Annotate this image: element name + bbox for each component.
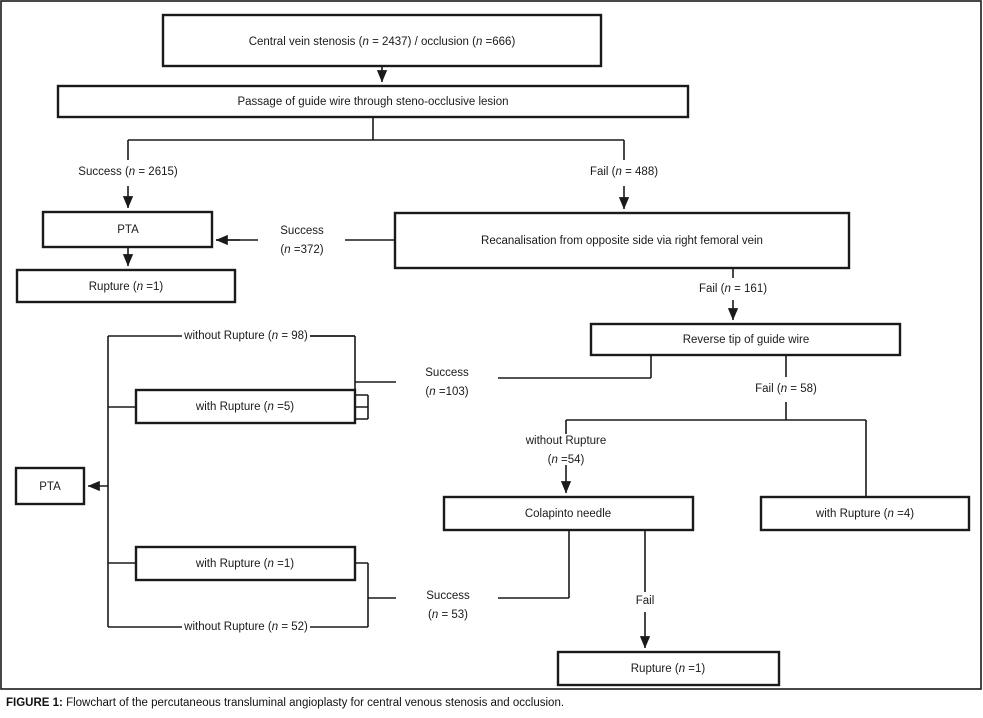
edge-label-fail-488: Fail (n = 488) bbox=[590, 166, 658, 178]
connector-passage-split bbox=[127, 117, 625, 160]
node-label-pta-secondary: PTA bbox=[39, 481, 61, 493]
node-with-rupture-4[interactable] bbox=[759, 495, 971, 532]
node-colapinto-needle[interactable] bbox=[442, 495, 695, 532]
node-label-with-rupture-4: with Rupture (n =4) bbox=[815, 508, 914, 520]
connector-bracket-right-1-52 bbox=[355, 562, 369, 627]
edge-label-without-rupture-54-line2: (n =54) bbox=[548, 454, 585, 466]
edge-label-success-103-line1: Success bbox=[425, 367, 469, 379]
node-label-rupture-after-pta: Rupture (n =1) bbox=[89, 281, 164, 293]
node-pta-primary[interactable] bbox=[41, 210, 214, 249]
node-label-recanalisation: Recanalisation from opposite side via ri… bbox=[481, 235, 763, 247]
edge-label-fail-161: Fail (n = 161) bbox=[699, 283, 767, 295]
caption-bar bbox=[0, 692, 983, 718]
edge-label-success-2615: Success (n = 2615) bbox=[78, 166, 178, 178]
node-label-central-vein-stenosis: Central vein stenosis (n = 2437) / occlu… bbox=[249, 36, 516, 48]
connector-withrup5-links bbox=[108, 394, 369, 420]
node-label-reverse-tip: Reverse tip of guide wire bbox=[683, 334, 810, 346]
node-passage-of-guide-wire[interactable] bbox=[56, 84, 690, 119]
node-pta-secondary[interactable] bbox=[14, 466, 86, 506]
connector-fail58-split bbox=[565, 402, 867, 497]
node-label-rupture-final: Rupture (n =1) bbox=[631, 663, 706, 675]
edge-label-success-372-line2: (n =372) bbox=[280, 244, 323, 256]
edge-label-without-rupture-98: without Rupture (n = 98) bbox=[183, 330, 308, 342]
edge-label-fail-plain: Fail bbox=[636, 595, 655, 607]
node-reverse-tip-of-guide-wire[interactable] bbox=[589, 322, 902, 357]
node-with-rupture-5[interactable] bbox=[134, 388, 357, 425]
figure-caption-body: Flowchart of the percutaneous translumin… bbox=[62, 697, 565, 709]
edge-label-fail-58: Fail (n = 58) bbox=[755, 383, 817, 395]
edge-label-success-372-line1: Success bbox=[280, 225, 324, 237]
node-rupture-final[interactable] bbox=[556, 650, 781, 687]
edge-label-success-103-line2: (n =103) bbox=[425, 386, 468, 398]
connector-success53-to-colapinto bbox=[498, 530, 570, 599]
connector-reverse-success-elbow bbox=[498, 355, 652, 379]
figure-caption: FIGURE 1: Flowchart of the percutaneous … bbox=[6, 697, 564, 709]
edge-label-without-rupture-52: without Rupture (n = 52) bbox=[183, 621, 308, 633]
node-label-with-rupture-5: with Rupture (n =5) bbox=[195, 401, 294, 413]
node-recanalisation[interactable] bbox=[393, 211, 851, 270]
figure-caption-label: FIGURE 1: bbox=[6, 697, 63, 709]
edge-label-without-rupture-54-line1: without Rupture bbox=[525, 435, 607, 447]
node-with-rupture-1[interactable] bbox=[134, 545, 357, 582]
node-label-passage-of-guide-wire: Passage of guide wire through steno-occl… bbox=[237, 96, 508, 108]
node-label-colapinto-needle: Colapinto needle bbox=[525, 508, 611, 520]
node-label-pta-primary: PTA bbox=[117, 224, 139, 236]
node-label-with-rupture-1: with Rupture (n =1) bbox=[195, 558, 294, 570]
node-rupture-after-pta[interactable] bbox=[15, 268, 237, 304]
edge-label-success-53-line2: (n = 53) bbox=[428, 609, 468, 621]
node-central-vein-stenosis[interactable] bbox=[161, 13, 603, 68]
figure-frame bbox=[0, 0, 982, 690]
edge-label-success-53-line1: Success bbox=[426, 590, 470, 602]
